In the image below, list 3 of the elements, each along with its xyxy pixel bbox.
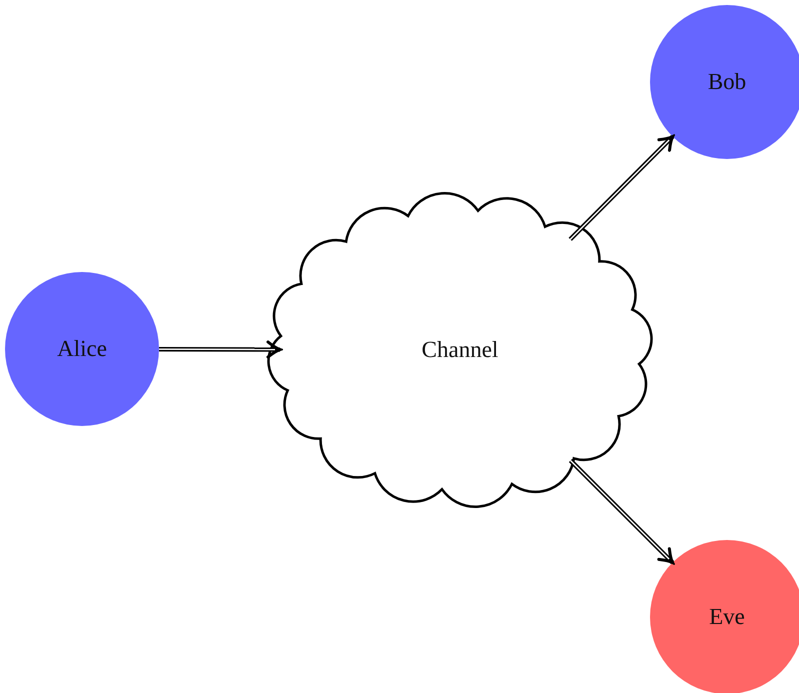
node-label: Eve: [709, 604, 745, 630]
node-label: Alice: [57, 336, 107, 362]
node-label: Bob: [708, 69, 746, 95]
